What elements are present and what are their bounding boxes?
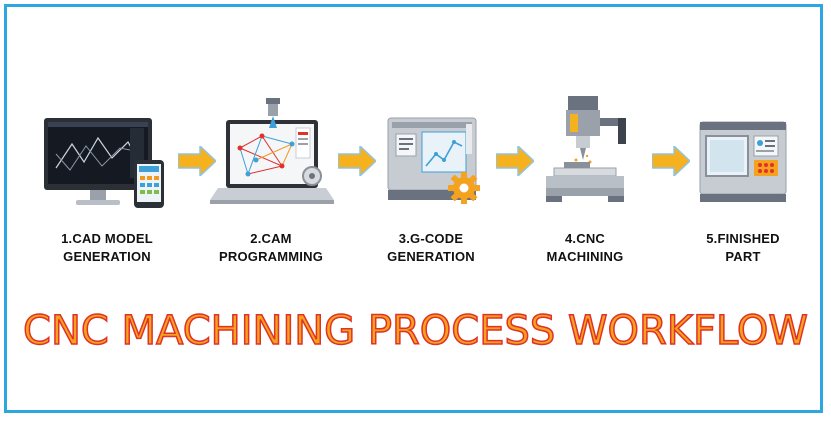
gcode-machine-gear-icon <box>387 117 480 204</box>
flow-arrow-icon <box>178 146 216 176</box>
step-label: 2.CAM PROGRAMMING <box>196 230 346 266</box>
step-label-line2: PART <box>725 249 761 264</box>
step-label-line2: GENERATION <box>387 249 475 264</box>
step-label-line1: 5.FINISHED <box>706 231 780 246</box>
step-label-line2: GENERATION <box>63 249 151 264</box>
step-label: 5.FINISHED PART <box>668 230 818 266</box>
flow-arrow-icon <box>338 146 376 176</box>
step-label: 3.G-CODE GENERATION <box>356 230 506 266</box>
diagram-frame <box>4 4 823 413</box>
cnc-mill-icon <box>546 96 626 202</box>
cam-laptop-icon <box>210 98 334 204</box>
step-label: 4.CNC MACHINING <box>510 230 660 266</box>
step-label-line2: PROGRAMMING <box>218 249 324 264</box>
diagram-title: CNC MACHINING PROCESS WORKFLOW <box>22 307 808 355</box>
flow-arrow-icon <box>652 146 690 176</box>
step-label-line2: MACHINING <box>546 249 624 264</box>
step-label-line1: 2.CAM <box>250 231 292 246</box>
cad-monitor-tablet-icon <box>44 118 164 208</box>
flow-arrow-icon <box>496 146 534 176</box>
step-label-line1: 1.CAD MODEL <box>61 231 153 246</box>
step-label: 1.CAD MODEL GENERATION <box>32 230 182 266</box>
finished-part-machine-icon <box>699 121 787 202</box>
step-label-line1: 4.CNC <box>564 231 605 246</box>
step-label-line1: 3.G-CODE <box>398 231 464 246</box>
